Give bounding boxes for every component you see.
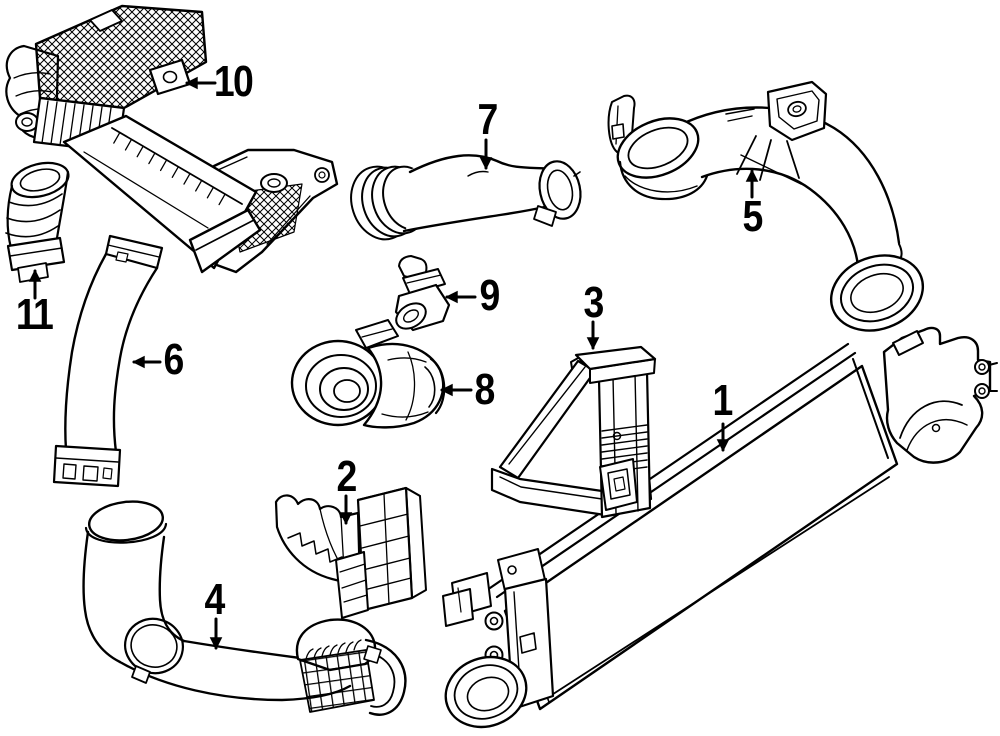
part-connector-hose[interactable] — [290, 319, 446, 429]
part-air-hose[interactable] — [342, 153, 586, 248]
callout-label-7[interactable]: 7 — [477, 95, 498, 144]
callout-label-8[interactable]: 8 — [474, 365, 495, 414]
callout-label-5[interactable]: 5 — [742, 192, 763, 241]
callout-label-3[interactable]: 3 — [583, 278, 604, 327]
part-elbow-fitting[interactable] — [392, 255, 451, 334]
callout-label-2[interactable]: 2 — [336, 452, 357, 501]
part-air-cleaner-assembly[interactable] — [5, 4, 339, 274]
part-outlet-duct[interactable] — [607, 80, 934, 343]
callout-label-4[interactable]: 4 — [204, 575, 225, 624]
callout-label-6[interactable]: 6 — [163, 335, 184, 384]
part-bracket-3[interactable] — [490, 345, 657, 519]
part-bracket-2[interactable] — [274, 486, 427, 619]
part-corrugated-hose[interactable] — [5, 157, 72, 283]
callout-label-10[interactable]: 10 — [213, 57, 254, 106]
part-intake-duct[interactable] — [82, 498, 407, 716]
part-intake-tube[interactable] — [52, 234, 164, 488]
callout-arrows — [28, 76, 759, 650]
part-intercooler[interactable] — [436, 326, 998, 736]
callout-label-9[interactable]: 9 — [479, 271, 500, 320]
callout-label-11[interactable]: 11 — [15, 290, 54, 339]
callout-label-1[interactable]: 1 — [712, 376, 733, 425]
